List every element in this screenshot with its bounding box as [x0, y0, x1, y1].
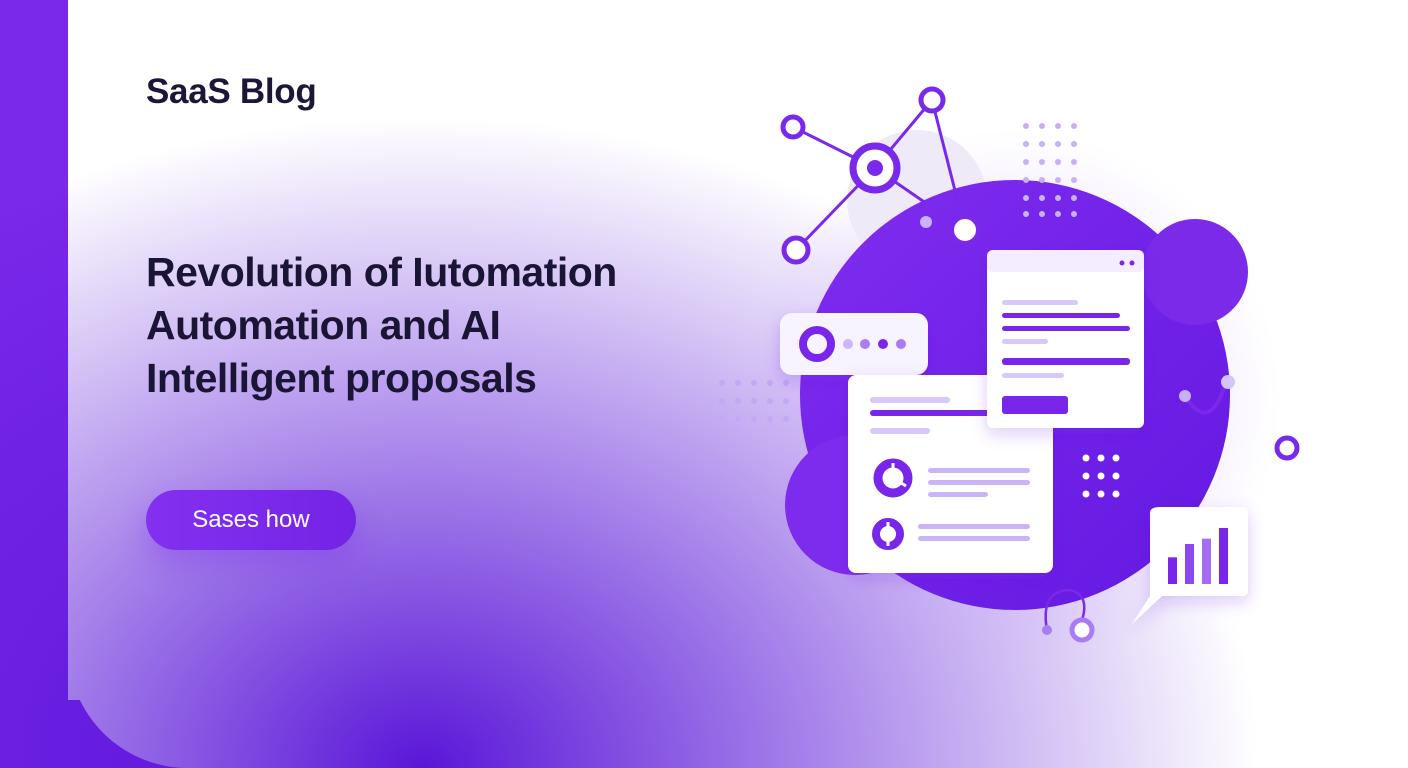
connector-arc-icon — [1179, 375, 1235, 415]
bottom-connector-icon — [1042, 588, 1095, 643]
headline-line-2: Automation and AI — [146, 302, 501, 348]
dot-grid-left-icon — [719, 380, 789, 422]
donut-chart-icon — [873, 458, 913, 498]
hero-headline: Revolution of Iutomation Automation and … — [146, 246, 706, 405]
bar-chart-bar — [1219, 528, 1228, 584]
brand-logo-text[interactable]: SaaS Blog — [146, 72, 317, 111]
browser-window-icon — [987, 250, 1144, 428]
cta-button[interactable]: Sases how — [146, 490, 356, 550]
bar-chart-bars — [1168, 528, 1228, 584]
network-nodes-icon — [780, 86, 982, 265]
headline-line-3: Intelligent proposals — [146, 355, 537, 401]
bar-chart-bar — [1202, 538, 1211, 584]
donut-chart-small-icon — [872, 518, 904, 550]
status-pill-card — [780, 313, 928, 375]
automation-illustration — [719, 86, 1300, 670]
headline-line-1: Revolution of Iutomation — [146, 249, 617, 295]
dot-grid-icon — [1023, 123, 1077, 217]
dot-grid-inner-icon — [1082, 454, 1120, 498]
ring-icon — [1274, 435, 1300, 461]
bar-chart-bar — [1185, 544, 1194, 584]
bar-chart-bar — [1168, 557, 1177, 584]
purple-ball-right — [1142, 219, 1248, 325]
bar-chart-icon — [1132, 507, 1248, 624]
